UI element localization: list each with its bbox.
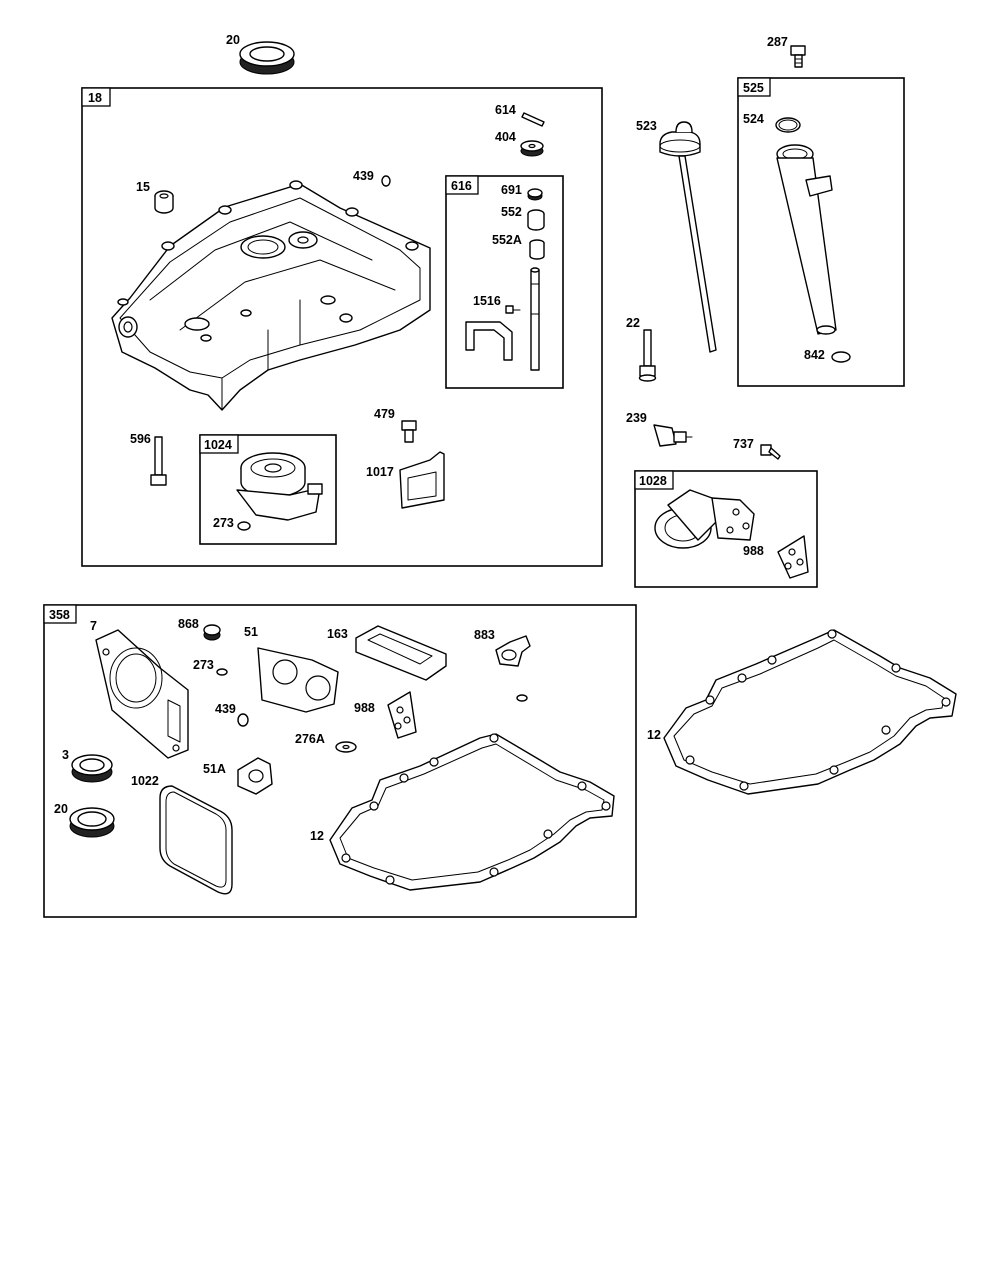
callout-273-top: 273 xyxy=(213,516,234,530)
oring-842 xyxy=(831,351,851,363)
box-1024-label: 1024 xyxy=(204,438,232,452)
sump-gasket-12-mid xyxy=(329,733,615,891)
bolt-287 xyxy=(790,45,806,68)
oring-273-top xyxy=(237,521,251,531)
callout-12-mid: 12 xyxy=(310,829,324,843)
callout-868: 868 xyxy=(178,617,199,631)
box-18: 18 xyxy=(81,87,603,567)
gasket-883 xyxy=(495,635,531,667)
gasket-988-top xyxy=(777,535,809,579)
callout-552: 552 xyxy=(501,205,522,219)
bolt-22 xyxy=(638,329,657,382)
callout-20-bottom: 20 xyxy=(54,802,68,816)
governor-shaft xyxy=(530,267,540,371)
gasket-51 xyxy=(257,647,339,713)
box-525-label: 525 xyxy=(743,81,764,95)
box-616-label: 616 xyxy=(451,179,472,193)
callout-1022: 1022 xyxy=(131,774,159,788)
seal-691 xyxy=(527,188,543,201)
gasket-988-bottom xyxy=(387,691,417,739)
seal-3 xyxy=(71,754,113,783)
callout-7: 7 xyxy=(90,619,97,633)
callout-988-top: 988 xyxy=(743,544,764,558)
callout-20-top: 20 xyxy=(226,33,240,47)
callout-3: 3 xyxy=(62,748,69,762)
callout-12-right: 12 xyxy=(647,728,661,742)
dipstick-523 xyxy=(659,121,717,353)
oring-524 xyxy=(775,117,801,133)
box-525: 525 xyxy=(737,77,905,387)
callout-51: 51 xyxy=(244,625,258,639)
small-ring xyxy=(516,694,528,702)
pin-614 xyxy=(521,112,545,127)
callout-883: 883 xyxy=(474,628,495,642)
callout-404: 404 xyxy=(495,130,516,144)
callout-276A: 276A xyxy=(295,732,325,746)
nut-868 xyxy=(203,624,221,641)
oil-filter-adapter-1028 xyxy=(654,489,755,549)
gasket-1022 xyxy=(159,785,233,895)
callout-287: 287 xyxy=(767,35,788,49)
callout-1017: 1017 xyxy=(366,465,394,479)
box-1024: 1024 xyxy=(199,434,337,545)
callout-51A: 51A xyxy=(203,762,226,776)
seal-20-top xyxy=(239,41,295,75)
callout-1516: 1516 xyxy=(473,294,501,308)
crankcase-sump-18 xyxy=(111,180,431,411)
callout-614: 614 xyxy=(495,103,516,117)
callout-596: 596 xyxy=(130,432,151,446)
oring-439-bottom xyxy=(237,713,249,727)
callout-439-top: 439 xyxy=(353,169,374,183)
governor-bracket xyxy=(465,321,513,361)
bracket-1017 xyxy=(399,451,445,509)
head-gasket-7 xyxy=(95,629,189,759)
callout-737: 737 xyxy=(733,437,754,451)
gasket-163 xyxy=(355,625,447,681)
screw-1516 xyxy=(505,305,521,314)
callout-524: 524 xyxy=(743,112,764,126)
box-616: 616 xyxy=(445,175,564,389)
callout-988-bottom: 988 xyxy=(354,701,375,715)
callout-479: 479 xyxy=(374,407,395,421)
washer-276A xyxy=(335,741,357,753)
bolt-479 xyxy=(401,420,417,443)
dipstick-tube-525 xyxy=(776,144,837,335)
box-18-label: 18 xyxy=(88,91,102,105)
callout-691: 691 xyxy=(501,183,522,197)
box-1028-label: 1028 xyxy=(639,474,667,488)
callout-439-bottom: 439 xyxy=(215,702,236,716)
callout-15: 15 xyxy=(136,180,150,194)
box-358-label: 358 xyxy=(49,608,70,622)
callout-239: 239 xyxy=(626,411,647,425)
sleeve-552 xyxy=(527,209,545,231)
box-1028: 1028 xyxy=(634,470,818,588)
callout-273-bottom: 273 xyxy=(193,658,214,672)
oring-439-top xyxy=(381,175,391,187)
callout-163: 163 xyxy=(327,627,348,641)
callout-552A: 552A xyxy=(492,233,522,247)
sleeve-552A xyxy=(529,239,545,260)
bolt-596 xyxy=(150,436,167,486)
sensor-239 xyxy=(653,424,693,447)
callout-523: 523 xyxy=(636,119,657,133)
bushing-15 xyxy=(154,190,174,214)
screw-737 xyxy=(760,444,781,460)
oil-pump-gear-1024 xyxy=(236,452,323,521)
callout-22: 22 xyxy=(626,316,640,330)
gasket-51A xyxy=(237,757,273,795)
callout-labels: 20 287 614 404 439 15 691 552 552A 1516 … xyxy=(54,33,825,843)
box-358: 358 xyxy=(43,604,637,918)
seal-20-bottom xyxy=(69,807,115,838)
washer-404 xyxy=(520,140,544,157)
sump-gasket-12-right xyxy=(663,629,957,795)
oring-273-bottom xyxy=(216,668,228,676)
callout-842: 842 xyxy=(804,348,825,362)
